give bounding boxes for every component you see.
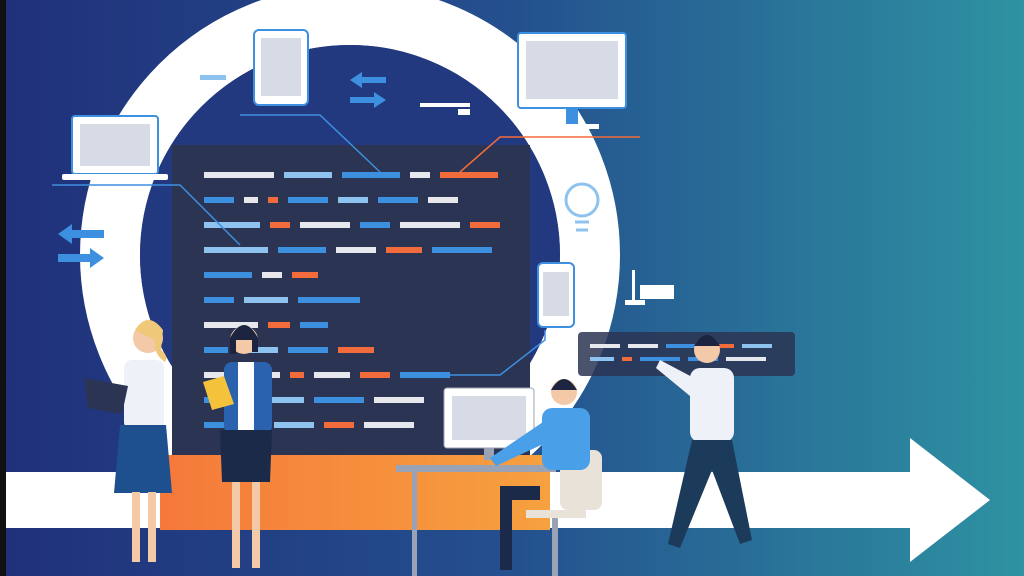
code-line-segment — [314, 397, 364, 403]
code-line-segment — [204, 197, 234, 203]
code-line-segment — [244, 297, 288, 303]
code-line-segment — [428, 197, 458, 203]
code-line-segment — [364, 422, 414, 428]
woman-with-folder — [203, 325, 272, 568]
code-line-segment — [270, 222, 290, 228]
code-line-segment — [300, 322, 328, 328]
code-line-segment — [360, 372, 390, 378]
woman-with-laptop — [84, 320, 172, 562]
code-line-segment — [400, 222, 460, 228]
code-line-segment — [204, 172, 274, 178]
code-line-segment — [268, 322, 290, 328]
man-presenting — [656, 335, 752, 548]
snippet-segment — [590, 344, 620, 348]
snippet-segment — [628, 344, 658, 348]
snippet-segment — [666, 344, 696, 348]
code-line-segment — [470, 222, 500, 228]
code-line-segment — [290, 372, 304, 378]
code-line-segment — [204, 222, 260, 228]
code-line-segment — [274, 422, 314, 428]
code-snippet-bar — [578, 332, 795, 376]
code-line-segment — [338, 197, 368, 203]
snippet-segment — [622, 357, 632, 361]
code-line-segment — [204, 297, 234, 303]
man-at-desk — [490, 379, 590, 570]
code-line-segment — [292, 272, 318, 278]
code-line-segment — [386, 247, 422, 253]
code-line-segment — [432, 247, 492, 253]
code-line-segment — [336, 247, 376, 253]
code-line-segment — [204, 422, 234, 428]
snippet-segment — [726, 357, 766, 361]
code-line-segment — [262, 272, 282, 278]
snippet-segment — [742, 344, 772, 348]
code-line-segment — [284, 172, 332, 178]
desk — [396, 387, 602, 576]
snippet-segment — [640, 357, 680, 361]
code-line-segment — [288, 197, 328, 203]
code-line-segment — [204, 272, 252, 278]
snippet-segment — [590, 357, 614, 361]
code-line-segment — [324, 422, 354, 428]
code-line-segment — [338, 347, 374, 353]
code-line-segment — [360, 222, 390, 228]
code-line-segment — [314, 372, 350, 378]
code-line-segment — [204, 247, 268, 253]
smartphone-icon — [537, 262, 575, 328]
code-line-segment — [204, 322, 258, 328]
desktop-monitor-icon — [517, 32, 627, 129]
code-line-segment — [298, 297, 360, 303]
code-line-segment — [440, 172, 498, 178]
code-line-segment — [268, 197, 278, 203]
laptop-icon — [62, 115, 168, 180]
swap-arrows-icon — [58, 72, 386, 268]
code-line-segment — [204, 347, 228, 353]
code-line-segment — [400, 372, 450, 378]
code-line-segment — [374, 397, 424, 403]
code-line-segment — [378, 197, 418, 203]
lightbulb-icon — [564, 182, 600, 232]
code-line-segment — [244, 397, 304, 403]
code-line-segment — [342, 172, 400, 178]
tablet-icon — [253, 29, 309, 106]
code-line-segment — [288, 347, 328, 353]
code-line-segment — [244, 197, 258, 203]
code-line-segment — [410, 172, 430, 178]
code-line-segment — [300, 222, 350, 228]
code-line-segment — [278, 247, 326, 253]
